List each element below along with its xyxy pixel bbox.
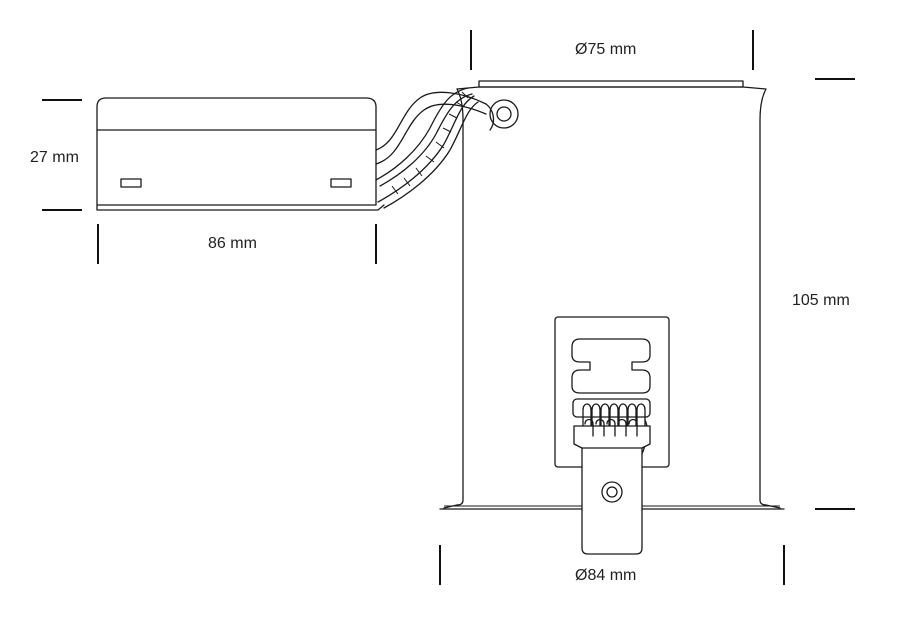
driver-length-label: 86 mm [208, 235, 257, 252]
driver-height-label: 27 mm [30, 149, 79, 166]
spring-clip-assembly [554, 316, 670, 555]
dimension-marks [42, 30, 855, 585]
driver-slot-left [120, 178, 142, 188]
cable-grommet [489, 99, 519, 129]
clip-arm [573, 425, 651, 555]
housing-top-lip [478, 80, 744, 88]
led-driver-box [96, 97, 385, 211]
bottom-diameter-label: Ø84 mm [575, 567, 637, 584]
clip-h-cutout [571, 338, 651, 394]
driver-slot-right [330, 178, 352, 188]
clip-rivet [601, 481, 623, 503]
top-diameter-label: Ø75 mm [575, 41, 637, 58]
connecting-cables [375, 87, 519, 209]
housing-height-label: 105 mm [792, 292, 850, 309]
